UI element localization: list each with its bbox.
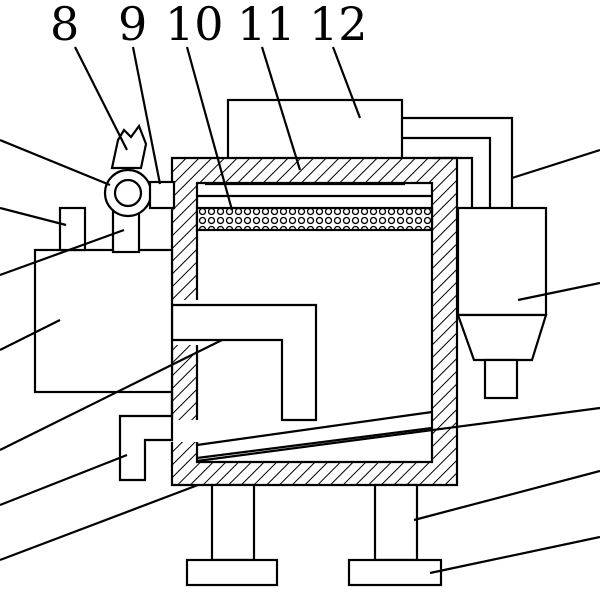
callout-12: 12 bbox=[309, 0, 368, 51]
cyclone-outlet bbox=[483, 358, 519, 400]
leader-lines-right bbox=[196, 148, 600, 575]
left-leg bbox=[210, 483, 256, 562]
pump-inner-ring bbox=[113, 178, 143, 208]
top-box bbox=[226, 98, 404, 162]
filter-mesh-layer bbox=[195, 206, 434, 232]
sloped-bottom-plate bbox=[196, 410, 433, 460]
callout-10: 10 bbox=[165, 0, 224, 51]
callout-9: 9 bbox=[118, 0, 147, 51]
right-leg bbox=[373, 483, 419, 562]
housing-gap-lower-left bbox=[170, 420, 199, 442]
cyclone-body bbox=[456, 206, 548, 317]
leader-lines-left bbox=[0, 138, 223, 562]
left-top-stub bbox=[58, 206, 87, 252]
leader-lines-top bbox=[74, 46, 362, 211]
pump-outlet-pipe bbox=[148, 180, 176, 210]
right-foot bbox=[347, 558, 443, 587]
left-foot bbox=[185, 558, 279, 587]
lower-outlet-pipe bbox=[118, 414, 174, 482]
callout-11: 11 bbox=[237, 0, 296, 51]
cyclone-cone bbox=[456, 313, 548, 362]
callout-8: 8 bbox=[50, 0, 79, 51]
